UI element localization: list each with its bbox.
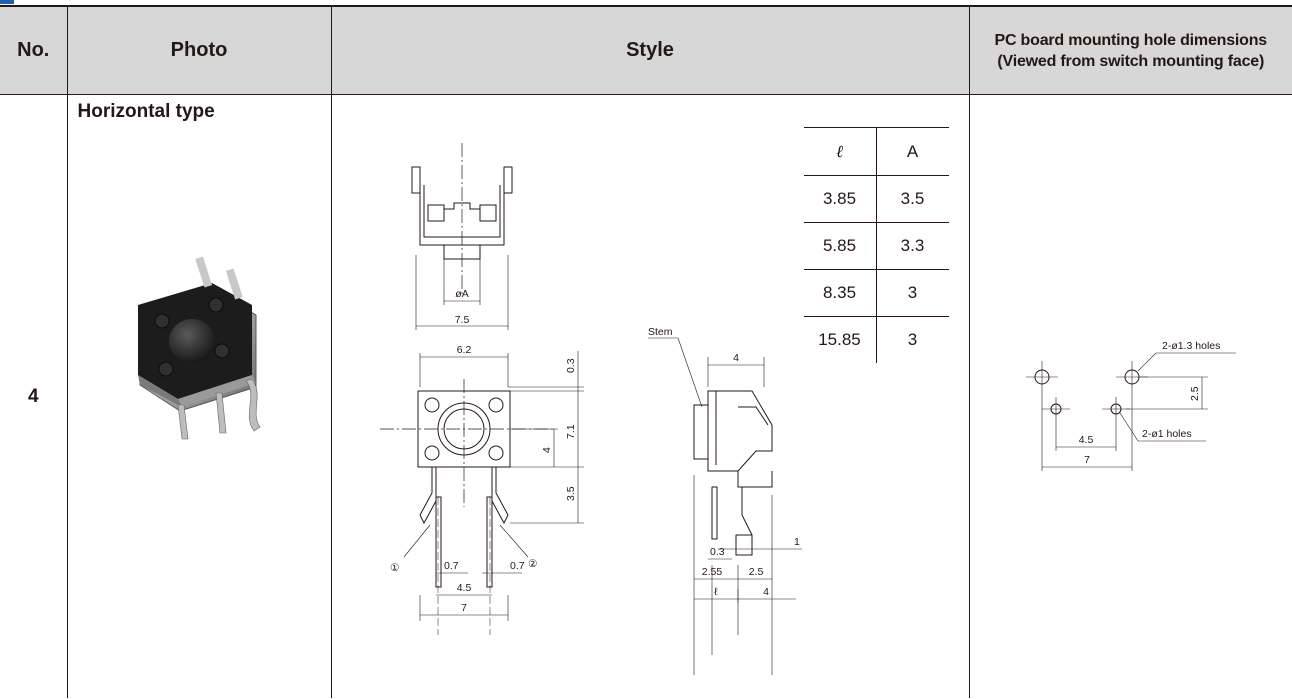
dim-row: 8.35 3	[804, 270, 949, 317]
label-side-4b: 4	[763, 586, 769, 598]
dim-cell: 3	[876, 317, 949, 364]
dim-cell: 3	[876, 270, 949, 317]
label-stem: Stem	[648, 326, 673, 338]
dim-row: 15.85 3	[804, 317, 949, 364]
label-0-7-right: 0.7	[510, 560, 525, 572]
photo-cell: Horizontal type	[67, 95, 331, 699]
pcb-hole-drawing: 2-ø1.3 holes 2-ø1 holes 2.5 4.5 7	[970, 95, 1292, 699]
dim-cell: 3.3	[876, 223, 949, 270]
dim-header-ell: ℓ	[804, 128, 877, 176]
corner-marker	[0, 0, 14, 4]
label-side-ell: ℓ	[714, 586, 718, 598]
dim-cell: 5.85	[804, 223, 877, 270]
dim-row: 3.85 3.5	[804, 176, 949, 223]
header-no: No.	[0, 7, 67, 95]
header-style: Style	[331, 7, 969, 95]
label-7-1: 7.1	[565, 424, 577, 439]
label-pcb-7: 7	[1084, 454, 1090, 466]
label-0-3: 0.3	[565, 358, 577, 373]
tact-switch-photo	[118, 255, 268, 455]
dim-cell: 15.85	[804, 317, 877, 364]
dim-cell: 3.5	[876, 176, 949, 223]
pin1-marker: ①	[390, 562, 400, 574]
pcb-cell: 2-ø1.3 holes 2-ø1 holes 2.5 4.5 7	[969, 95, 1292, 699]
dim-header-a: A	[876, 128, 949, 176]
label-pcb-4-5: 4.5	[1078, 434, 1093, 446]
label-0-7-left: 0.7	[444, 560, 459, 572]
label-4-5: 4.5	[456, 582, 471, 594]
label-4-center: 4	[541, 447, 553, 453]
label-2-55: 2.55	[701, 566, 722, 578]
header-row: No. Photo Style PC board mounting hole d…	[0, 7, 1292, 95]
header-pcb: PC board mounting hole dimensions (Viewe…	[969, 7, 1292, 95]
row-number: 4	[0, 95, 67, 699]
label-7: 7	[461, 602, 467, 614]
label-7-5: 7.5	[454, 314, 469, 326]
style-cell: øA 7.5 6.2	[331, 95, 969, 699]
dim-cell: 3.85	[804, 176, 877, 223]
product-row: 4 Horizontal type	[0, 95, 1292, 699]
label-3-5: 3.5	[565, 486, 577, 501]
pin2-marker: ②	[528, 558, 538, 570]
dim-row: 5.85 3.3	[804, 223, 949, 270]
dimension-table: ℓ A 3.85 3.5 5.85 3.3 8.35 3 15.85 3	[804, 127, 949, 363]
label-small-holes: 2-ø1 holes	[1142, 428, 1192, 440]
header-pcb-line2: (Viewed from switch mounting face)	[970, 51, 1292, 72]
spec-table: No. Photo Style PC board mounting hole d…	[0, 7, 1292, 698]
header-pcb-line1: PC board mounting hole dimensions	[970, 30, 1292, 51]
label-side-4: 4	[733, 352, 739, 364]
label-large-holes: 2-ø1.3 holes	[1162, 340, 1220, 352]
label-pcb-2-5: 2.5	[1189, 386, 1201, 401]
label-2-5: 2.5	[748, 566, 763, 578]
photo-caption: Horizontal type	[78, 101, 215, 123]
header-photo: Photo	[67, 7, 331, 95]
label-oa: øA	[455, 288, 468, 300]
dim-cell: 8.35	[804, 270, 877, 317]
label-side-1: 1	[794, 536, 800, 548]
label-side-0-3: 0.3	[710, 546, 725, 558]
label-6-2: 6.2	[456, 344, 471, 356]
